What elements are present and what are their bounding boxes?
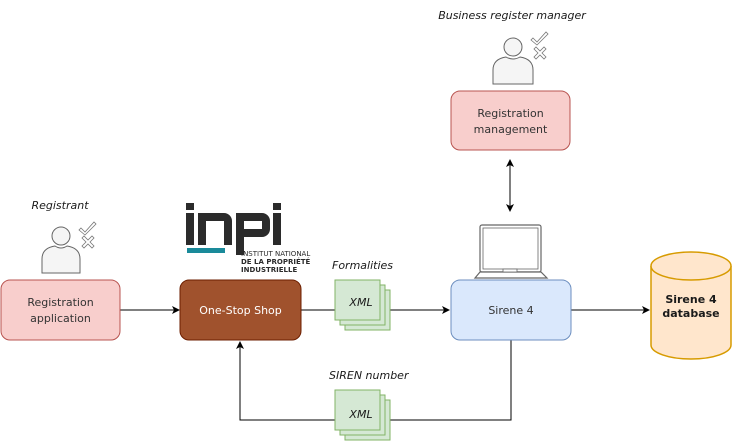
inpi-line1: INSTITUT NATIONAL <box>241 250 310 258</box>
inpi-line2: DE LA PROPRIÉTÉ <box>241 257 310 266</box>
inpi-logo: INSTITUT NATIONAL DE LA PROPRIÉTÉ INDUST… <box>186 203 310 274</box>
laptop-icon <box>473 224 549 279</box>
user-review-icon <box>492 31 549 85</box>
registration-management-node[interactable]: Registration management <box>450 90 571 151</box>
formalities-xml-label: XML <box>348 296 372 309</box>
inpi-accent-bar <box>187 248 225 253</box>
formalities-caption: Formalities <box>332 259 393 272</box>
registration-management-line1: Registration <box>477 107 543 120</box>
inpi-line3: INDUSTRIELLE <box>241 266 297 274</box>
siren-number-caption: SIREN number <box>329 369 410 382</box>
registration-application-node[interactable]: Registration application <box>0 279 121 341</box>
registrant-label: Registrant <box>31 199 89 212</box>
inpi-wordmark <box>186 203 281 255</box>
sirene4-node[interactable]: Sirene 4 <box>450 279 572 341</box>
database-line1: Sirene 4 <box>665 293 717 306</box>
user-review-icon <box>41 221 97 274</box>
sirene4-label: Sirene 4 <box>488 304 533 317</box>
edge-siren-doc-to-oss <box>236 341 335 421</box>
registrant-actor: Registrant <box>31 199 97 274</box>
sirene4-database-node[interactable]: Sirene 4 database <box>650 251 732 360</box>
registration-application-line1: Registration <box>27 296 93 309</box>
formalities-document[interactable]: Formalities XML <box>332 259 393 331</box>
edges <box>120 159 650 421</box>
one-stop-shop-label: One-Stop Shop <box>199 304 282 317</box>
business-register-manager-actor: Business register manager <box>438 9 587 85</box>
registration-application-line2: application <box>30 312 91 325</box>
siren-number-document[interactable]: SIREN number XML <box>329 369 410 441</box>
siren-number-xml-label: XML <box>348 408 372 421</box>
registration-management-line2: management <box>474 123 548 136</box>
database-line2: database <box>662 307 719 320</box>
one-stop-shop-node[interactable]: One-Stop Shop <box>179 279 302 341</box>
edge-sirene-to-siren-doc <box>390 340 512 421</box>
business-register-manager-label: Business register manager <box>438 9 587 22</box>
